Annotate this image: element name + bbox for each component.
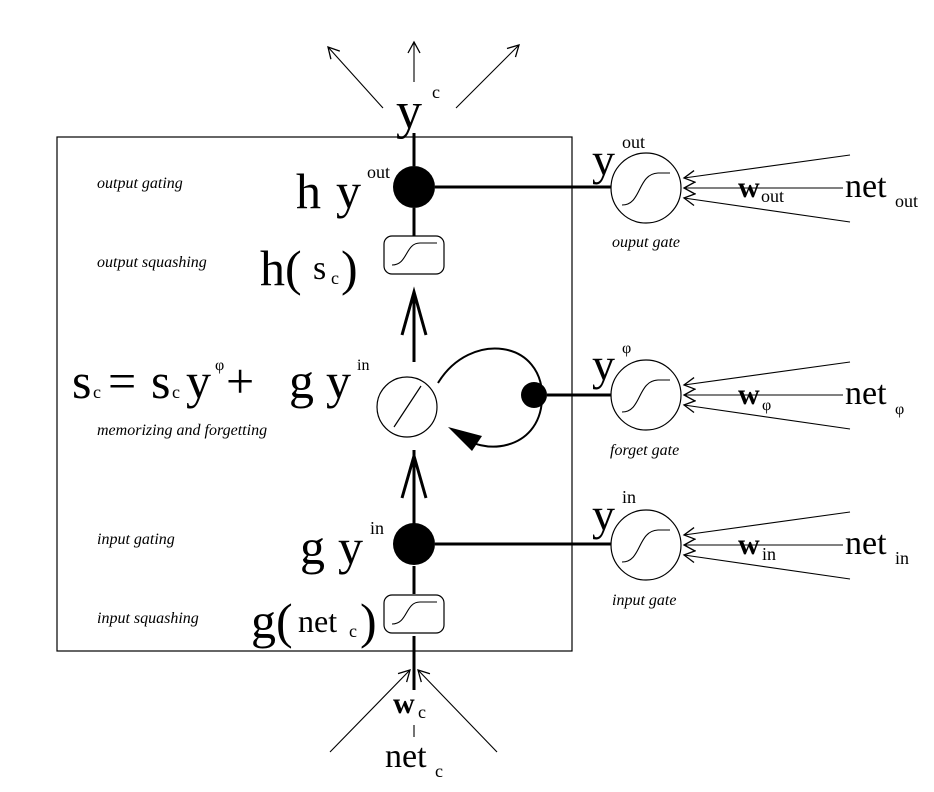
forget-gate-weight-sub: φ: [762, 397, 771, 414]
state-eq-g: g: [289, 353, 314, 409]
output-gate-net: net: [845, 168, 887, 205]
output-gate-weight: w: [738, 171, 760, 204]
input-squashing-arg: net: [298, 603, 337, 639]
output-squashing-arg: s: [313, 250, 326, 287]
input-squashing-sigmoid-icon: [391, 601, 437, 625]
input-arrow-right: [417, 669, 498, 753]
forget-gate-input-top: [682, 361, 851, 391]
input-gate-net-sub: in: [895, 548, 909, 568]
input-gating-superscript: in: [370, 518, 384, 538]
state-eq-y1: y: [186, 353, 211, 409]
input-gate-sigmoid-icon: [621, 529, 670, 563]
input-gating-g: g: [300, 519, 325, 575]
output-squashing-sigmoid-icon: [391, 242, 437, 266]
forget-gate-activation-sup: φ: [622, 340, 631, 357]
output-gate-net-sub: out: [895, 191, 918, 211]
output-gate-label: ouput gate: [612, 234, 680, 251]
up-arrow-upper: [400, 286, 428, 336]
input-arrow-left: [329, 669, 411, 753]
state-eq-y2: y: [326, 353, 351, 409]
input-gating-y: y: [338, 519, 363, 575]
input-gate-input-bottom: [682, 550, 851, 580]
output-squashing-arg-sub: c: [331, 268, 339, 288]
state-eq-lhs-sub: c: [93, 382, 101, 402]
input-gate-weight: w: [738, 528, 760, 561]
output-gate-activation-y: y: [592, 134, 615, 185]
up-arrow-lower: [400, 450, 428, 499]
forget-gate-activation-y: y: [592, 339, 615, 390]
forget-gate-label: forget gate: [610, 442, 679, 459]
output-gate-sigmoid-icon: [621, 172, 670, 206]
input-gate-unit: [610, 509, 682, 581]
cell-input-weight-sub: c: [418, 702, 426, 722]
output-gating-superscript: out: [367, 162, 390, 182]
output-gate-unit: [610, 152, 682, 224]
output-squashing-box: [383, 235, 445, 275]
input-gate-input-top: [682, 511, 851, 541]
forget-gate-net: net: [845, 375, 887, 412]
cell-state-linear-icon: [393, 385, 422, 428]
forget-gate-weight: w: [738, 378, 760, 411]
state-eq-lhs: s: [72, 353, 91, 409]
input-squashing-close: ): [360, 593, 377, 649]
memorizing-label: memorizing and forgetting: [97, 422, 267, 439]
forget-gate-net-sub: φ: [895, 401, 904, 418]
self-recurrent-arrowhead: [448, 427, 482, 451]
state-eq-s-sub: c: [172, 382, 180, 402]
input-gate-net: net: [845, 525, 887, 562]
forget-gate: [610, 359, 851, 431]
input-gating-label: input gating: [97, 531, 175, 548]
forget-gate-sigmoid-icon: [621, 379, 670, 413]
state-eq-y1-sup: φ: [215, 357, 224, 374]
input-squashing-box: [383, 594, 445, 634]
input-gate-label: input gate: [612, 592, 676, 609]
output-squashing-label: output squashing: [97, 254, 207, 271]
output-gate-activation-sup: out: [622, 132, 645, 152]
output-squashing-close: ): [341, 240, 358, 296]
state-eq-y2-sup: in: [357, 357, 369, 374]
cell-input-weight: w: [393, 687, 415, 720]
output-gate: [610, 152, 851, 224]
input-gate: [610, 509, 851, 581]
input-gate-activation-sup: in: [622, 487, 636, 507]
output-gate-input-top: [682, 154, 851, 184]
output-gating-y: y: [336, 163, 361, 219]
input-squashing-func: g(: [251, 593, 293, 649]
input-gate-activation-y: y: [592, 489, 615, 540]
output-gating-node: [393, 166, 435, 208]
forget-gate-input-bottom: [682, 400, 851, 430]
input-squashing-arg-sub: c: [349, 621, 357, 641]
input-gate-weight-sub: in: [762, 544, 776, 564]
state-eq-s: s: [151, 353, 170, 409]
output-gating-h: h: [296, 163, 321, 219]
state-eq-equals: =: [108, 353, 136, 409]
input-squashing-label: input squashing: [97, 610, 199, 627]
forget-gating-node: [521, 382, 547, 408]
cell-output-symbol: y: [396, 83, 422, 140]
cell-input-net-sub: c: [435, 761, 443, 781]
output-gate-weight-sub: out: [761, 186, 784, 206]
forget-gate-unit: [610, 359, 682, 431]
state-eq-plus: +: [226, 353, 254, 409]
output-gating-label: output gating: [97, 175, 183, 192]
output-arrow-left: [327, 45, 384, 109]
output-gate-input-bottom: [682, 193, 851, 223]
cell-output-superscript: c: [432, 82, 440, 102]
cell-input-net: net: [385, 738, 427, 775]
output-squashing-func: h(: [260, 240, 302, 296]
output-arrow-right: [455, 44, 520, 109]
input-gating-node: [393, 523, 435, 565]
